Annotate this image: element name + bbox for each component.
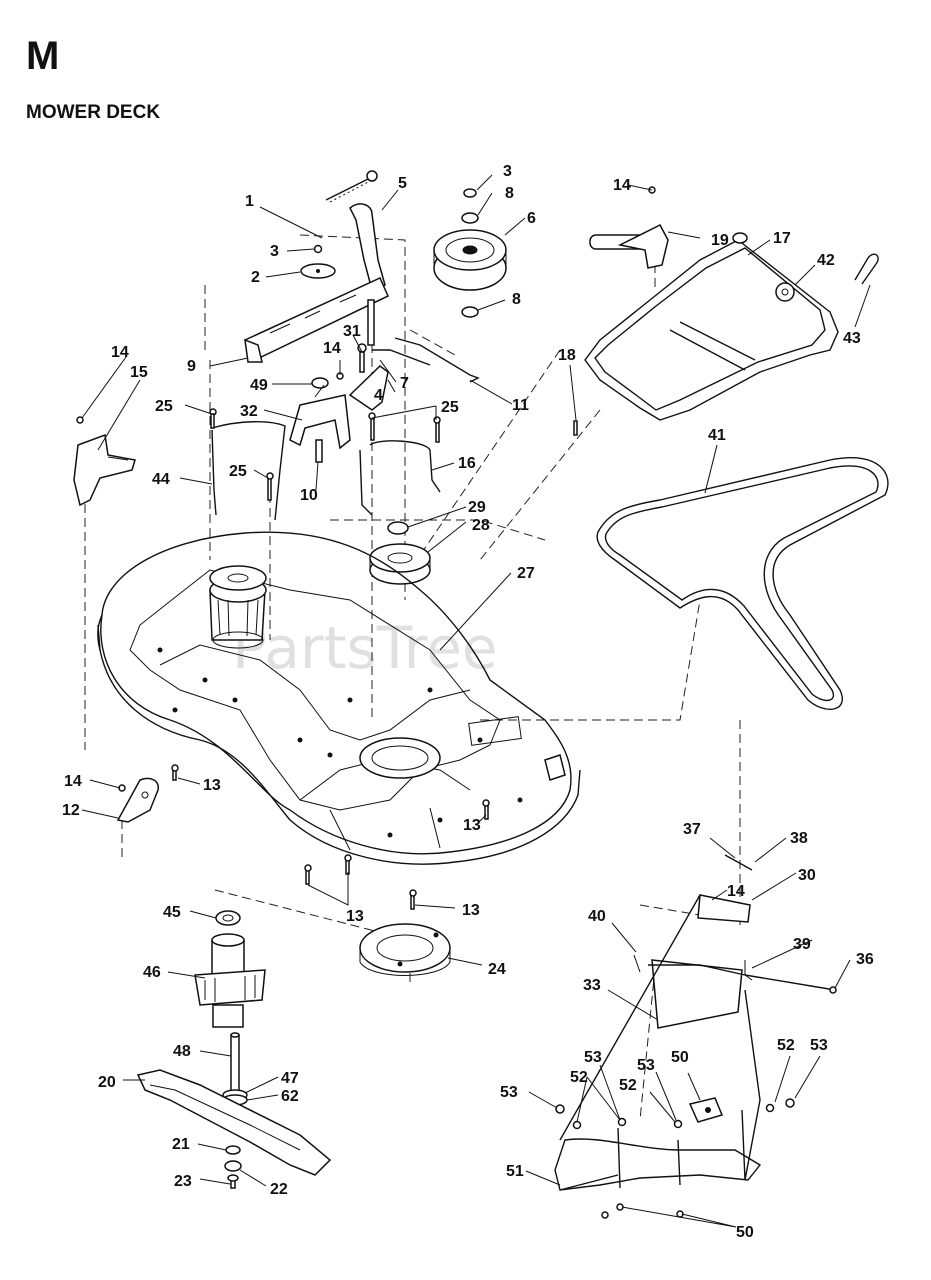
callout-3: 3 — [270, 243, 279, 260]
callout-4: 4 — [374, 387, 383, 404]
spindle-housing-46 — [194, 910, 266, 1028]
callout-6: 6 — [527, 210, 536, 227]
callout-53: 53 — [500, 1084, 518, 1101]
deck-spindle-pulley — [209, 565, 267, 649]
callout-53: 53 — [584, 1049, 602, 1066]
callout-45: 45 — [163, 904, 181, 921]
callout-24: 24 — [488, 961, 506, 978]
callout-36: 36 — [856, 951, 874, 968]
control-rod-11 — [394, 337, 480, 383]
callout-20: 20 — [98, 1074, 116, 1091]
callout-labels: 1 2 3 3 4 5 6 7 8 8 9 10 11 12 13 13 13 … — [62, 163, 874, 1241]
callout-30: 30 — [798, 867, 816, 884]
leader-lines — [81, 174, 871, 1228]
callout-16: 16 — [458, 455, 476, 472]
link-rod-7 — [372, 349, 431, 366]
callout-40: 40 — [588, 908, 606, 925]
drive-belt — [596, 457, 889, 710]
callout-11: 11 — [512, 397, 529, 414]
callout-44: 44 — [152, 471, 170, 488]
idler-bracket-assembly — [289, 343, 389, 463]
callout-13: 13 — [346, 908, 364, 925]
callout-14: 14 — [613, 177, 631, 194]
callout-32: 32 — [240, 403, 258, 420]
callout-25: 25 — [229, 463, 247, 480]
callout-19: 19 — [711, 232, 729, 249]
watermark: PartsTree — [232, 614, 498, 682]
spring-lever-assembly — [243, 170, 389, 363]
callout-23: 23 — [174, 1173, 192, 1190]
callout-43: 43 — [843, 330, 861, 347]
callout-15: 15 — [130, 364, 148, 381]
blade-hardware — [224, 1145, 242, 1189]
callout-52: 52 — [619, 1077, 637, 1094]
mower-deck-27 — [97, 531, 581, 865]
callout-5: 5 — [398, 175, 407, 192]
callout-48: 48 — [173, 1043, 191, 1060]
callout-29: 29 — [468, 499, 486, 516]
callout-52: 52 — [570, 1069, 588, 1086]
callout-18: 18 — [558, 347, 576, 364]
callout-14: 14 — [727, 883, 745, 900]
callout-13: 13 — [463, 817, 481, 834]
rod-brackets — [209, 408, 441, 521]
callout-28: 28 — [472, 517, 490, 534]
callout-31: 31 — [343, 323, 361, 340]
callout-13: 13 — [203, 777, 221, 794]
discharge-chute-33 — [559, 854, 837, 1181]
callout-22: 22 — [270, 1181, 288, 1198]
callout-52: 52 — [777, 1037, 795, 1054]
callout-14: 14 — [111, 344, 129, 361]
callout-3: 3 — [503, 163, 512, 180]
callout-10: 10 — [300, 487, 318, 504]
idler-pulley-assembly — [433, 188, 507, 318]
callout-1: 1 — [245, 193, 254, 210]
callout-7: 7 — [400, 375, 409, 392]
callout-8: 8 — [512, 291, 521, 308]
callout-46: 46 — [143, 964, 161, 981]
callout-53: 53 — [810, 1037, 828, 1054]
spindle-shaft-48 — [222, 1032, 248, 1106]
callout-42: 42 — [817, 252, 835, 269]
callout-47: 47 — [281, 1070, 299, 1087]
callout-51: 51 — [506, 1163, 524, 1180]
callout-14: 14 — [323, 340, 341, 357]
deck-bracket-15 — [73, 416, 136, 507]
callout-53: 53 — [637, 1057, 655, 1074]
callout-50: 50 — [671, 1049, 689, 1066]
callout-41: 41 — [708, 427, 726, 444]
callout-2: 2 — [251, 269, 260, 286]
callout-39: 39 — [793, 936, 811, 953]
callout-13: 13 — [462, 902, 480, 919]
front-bracket-12 — [116, 764, 490, 910]
deck-holes — [157, 647, 523, 838]
callout-14: 14 — [64, 773, 82, 790]
callout-17: 17 — [773, 230, 791, 247]
callout-33: 33 — [583, 977, 601, 994]
callout-49: 49 — [250, 377, 268, 394]
callout-62: 62 — [281, 1088, 299, 1105]
pulley-28 — [369, 521, 431, 585]
callout-25: 25 — [441, 399, 459, 416]
callout-38: 38 — [790, 830, 808, 847]
callout-12: 12 — [62, 802, 80, 819]
callout-21: 21 — [172, 1136, 190, 1153]
section-letter: M — [26, 34, 60, 78]
blade-20 — [136, 1069, 332, 1176]
section-title: MOWER DECK — [26, 102, 161, 123]
callout-8: 8 — [505, 185, 514, 202]
lift-frame-assembly — [573, 186, 879, 436]
callout-25: 25 — [155, 398, 173, 415]
callout-27: 27 — [517, 565, 535, 582]
callout-37: 37 — [683, 821, 701, 838]
callout-9: 9 — [187, 358, 196, 375]
guard-frame-51 — [554, 1097, 795, 1219]
callout-50: 50 — [736, 1224, 754, 1241]
blade-guard-24 — [359, 923, 451, 976]
